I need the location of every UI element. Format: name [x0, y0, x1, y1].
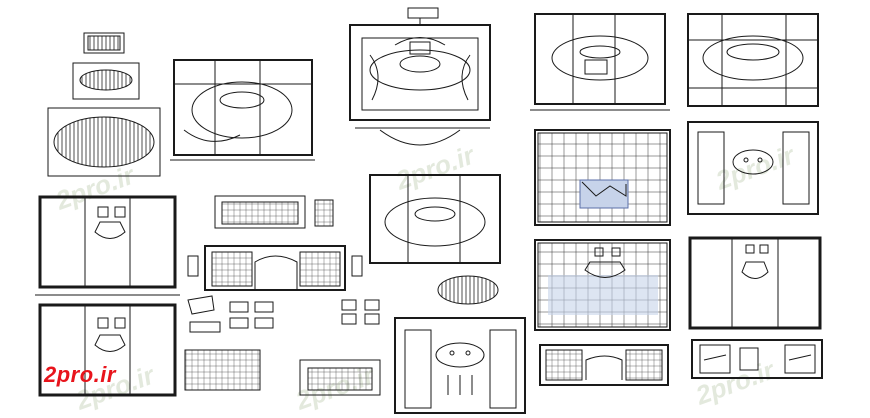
bench-elevation: [299, 359, 381, 396]
watermark-5: 2pro.ir: [691, 354, 780, 411]
elevation-ornate: [349, 7, 491, 146]
floor-plan-right: [688, 236, 822, 330]
watermark-1: 2pro.ir: [51, 159, 140, 216]
furniture-details: [184, 295, 380, 391]
floor-plan-left-1: [35, 195, 180, 296]
ceiling-detail-small: [47, 32, 161, 177]
floor-plan-left-2: [38, 303, 177, 397]
facade-elevation: [187, 245, 363, 291]
brand-logo-text: 2pro.ir: [44, 362, 116, 387]
ceiling-plan-center: [369, 174, 501, 305]
shelf-elevation: [214, 195, 334, 229]
cabinet-elevation: [539, 344, 669, 386]
tiled-floor-plan-2: [534, 239, 671, 331]
elevation-bottom-center: [394, 317, 526, 414]
ceiling-plan-2: [530, 13, 670, 111]
ceiling-plan-3: [687, 13, 819, 107]
appliance-elevation: [691, 339, 823, 379]
elevation-right-1: [687, 121, 819, 215]
ceiling-plan-1: [170, 59, 315, 161]
watermark-2: 2pro.ir: [391, 139, 480, 196]
tiled-floor-plan-1: [534, 129, 671, 226]
